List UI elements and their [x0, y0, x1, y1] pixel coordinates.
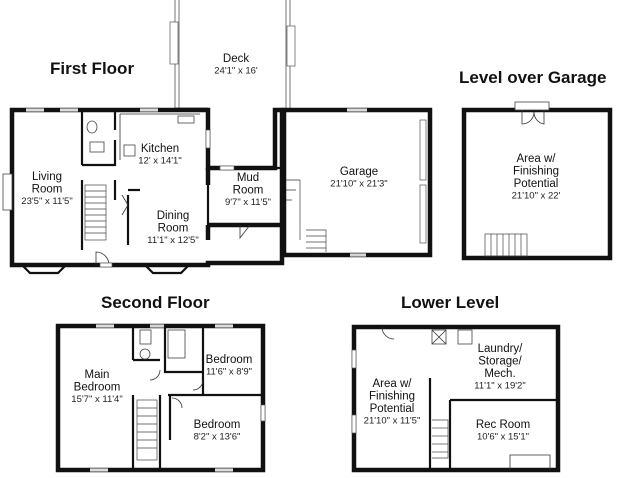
- room-name-line: Bedroom: [74, 382, 121, 394]
- heading-first-floor: First Floor: [50, 59, 134, 78]
- room-dimensions: 21'10" x 21'3": [330, 179, 387, 190]
- room-dimensions: 10'6" x 15'1": [477, 432, 529, 443]
- room-name-line: Area w/: [517, 153, 557, 165]
- heading-second-floor: Second Floor: [101, 293, 210, 312]
- room-name-line: Dining: [157, 210, 190, 222]
- first-floor-stairs: [84, 184, 107, 241]
- room-dimensions: 21'10" x 11'5": [364, 416, 421, 427]
- room-dimensions: 11'6" x 8'9": [206, 367, 252, 378]
- room-name-line: Storage/: [478, 356, 522, 368]
- room-name-line: Room: [233, 185, 264, 197]
- room-dimensions: 8'2" x 13'6": [194, 432, 241, 443]
- room-label-laundry: Laundry/Storage/Mech.11'1" x 19'2": [474, 343, 525, 392]
- garage-stairs: [299, 180, 327, 252]
- first-floor-interior-walls: [80, 110, 210, 268]
- room-name-line: Mech.: [484, 368, 515, 380]
- room-name-line: Kitchen: [141, 143, 179, 155]
- room-name-line: Room: [158, 223, 189, 235]
- room-name-line: Main: [85, 369, 110, 381]
- heading-level-over-garage: Level over Garage: [459, 68, 606, 87]
- room-name-line: Deck: [223, 53, 249, 65]
- lower-level-stairs: [432, 419, 449, 459]
- room-dimensions: 9'7" x 11'5": [225, 197, 271, 208]
- room-name-line: Potential: [370, 403, 415, 415]
- room-dimensions: 23'5" x 11'5": [21, 196, 72, 207]
- room-name-line: Laundry/: [478, 343, 524, 355]
- garage-walls: [281, 107, 433, 258]
- mud-room-walls: [205, 165, 300, 240]
- room-dimensions: 24'1" x 16': [214, 66, 258, 77]
- room-name-line: Rec Room: [476, 419, 530, 431]
- room-name-line: Area w/: [373, 378, 413, 390]
- room-name-line: Potential: [514, 178, 559, 190]
- room-dimensions: 11'1" x 12'5": [147, 235, 198, 246]
- room-name-line: Finishing: [513, 166, 559, 178]
- first-floor-plan: [2, 0, 433, 275]
- lower-level-plan: [351, 324, 561, 473]
- room-name-line: Garage: [340, 166, 378, 178]
- room-dimensions: 21'10" x 22': [512, 191, 561, 202]
- room-name-line: Finishing: [369, 391, 415, 403]
- room-name-line: Bedroom: [206, 354, 253, 366]
- second-floor-plan: [55, 323, 266, 473]
- room-name-line: Mud: [237, 172, 259, 184]
- room-dimensions: 11'1" x 19'2": [474, 381, 525, 392]
- room-name-line: Living: [32, 171, 62, 183]
- garage-loft-stairs: [484, 233, 528, 257]
- room-dimensions: 12' x 14'1": [138, 156, 181, 167]
- level-over-garage-plan: [461, 101, 613, 261]
- room-dimensions: 15'7" x 11'4": [71, 394, 122, 405]
- room-name-line: Bedroom: [194, 419, 241, 431]
- second-floor-stairs: [136, 399, 158, 461]
- heading-lower-level: Lower Level: [401, 293, 499, 312]
- room-name-line: Room: [32, 184, 63, 196]
